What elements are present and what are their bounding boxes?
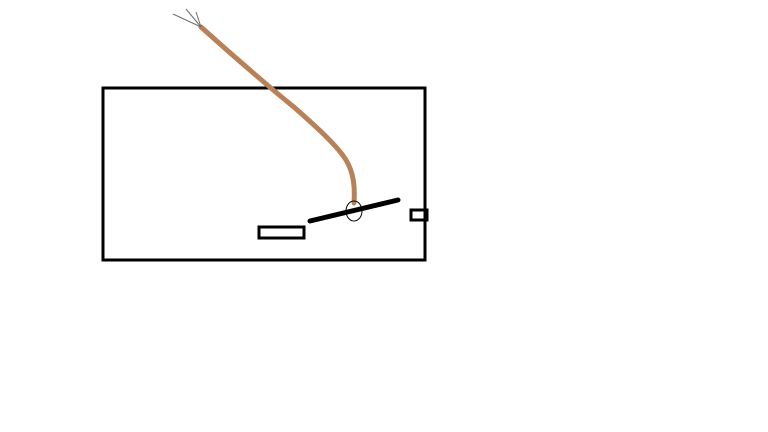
brown-cord: [198, 24, 357, 206]
pivot-ring: [345, 200, 363, 222]
right-tab: [409, 208, 429, 222]
left-slot: [257, 225, 306, 240]
enclosure-box: [101, 86, 427, 262]
lever-bar: [307, 197, 401, 224]
frayed-wire-end: [172, 8, 202, 28]
